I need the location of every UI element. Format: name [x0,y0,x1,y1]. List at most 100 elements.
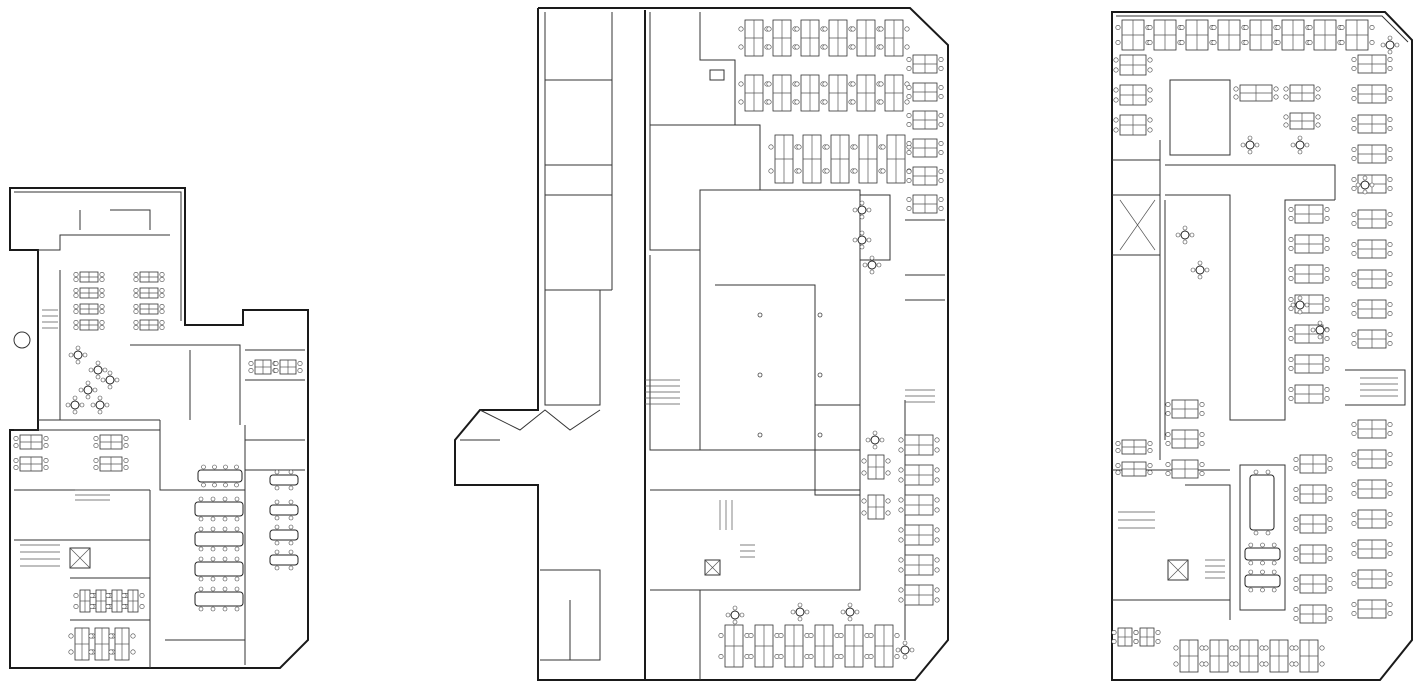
round-table [100,370,120,390]
chair [1324,327,1330,333]
table-top [1249,474,1275,531]
chair [878,99,884,105]
chair [1288,266,1294,272]
floor-plan-right [1111,11,1413,681]
chair [68,633,74,639]
chair [99,303,105,309]
chair [852,168,858,174]
workstation-cluster [906,194,944,214]
table-top [83,385,93,395]
chair [1233,661,1239,667]
chair [866,237,872,243]
workstation-cluster [768,134,800,184]
chair [934,587,940,593]
workstation-cluster [850,19,882,57]
chair [1288,365,1294,371]
chair [89,603,95,609]
chair [938,85,944,91]
chair [854,609,860,615]
chair [859,230,865,236]
chair [840,609,846,615]
chair [73,319,79,325]
table-top [197,469,243,483]
chair [68,649,74,655]
workstation-cluster [1113,114,1153,136]
chair [1113,97,1119,103]
chair [1273,94,1279,100]
chair [880,168,886,174]
chair [92,387,98,393]
chair [93,442,99,448]
chair [1271,587,1277,593]
chair [1293,486,1299,492]
chair [234,576,240,582]
workstation-cluster [1351,114,1393,134]
chair [198,586,204,592]
conference-table [1244,569,1281,593]
chair [1260,569,1265,575]
chair [850,44,856,50]
chair [1265,530,1271,536]
chair [1387,520,1393,526]
chair [1197,260,1203,266]
chair [1351,56,1357,62]
chair [1324,356,1330,362]
chair [1387,481,1393,487]
workstation-cluster [1288,234,1330,254]
chair [1362,189,1368,195]
chair [288,565,294,571]
conference-table [194,526,244,552]
chair [1310,327,1316,333]
chair [99,319,105,325]
chair [1307,24,1313,30]
chair [1387,580,1393,586]
chair [1293,606,1299,612]
chair [1362,175,1368,181]
chair [1271,542,1277,548]
chair [123,464,129,470]
chair [1288,326,1294,332]
chair [906,178,912,184]
workstation-cluster [748,624,780,668]
chair [43,435,49,441]
column [817,312,823,318]
chair [876,262,882,268]
round-table [1310,320,1330,340]
chair [1263,661,1269,667]
chair [885,470,891,476]
table-top [1385,40,1395,50]
chair [1339,24,1345,30]
chair [1288,296,1294,302]
chair [1327,606,1333,612]
chair [794,44,800,50]
workstation-cluster [1288,204,1330,224]
chair [1351,430,1357,436]
chair [1387,242,1393,248]
workstation-cluster [1243,19,1279,51]
chair [1351,550,1357,556]
workstation-cluster [1293,574,1333,594]
chair [73,287,79,293]
chair [778,653,784,659]
chair [95,374,101,380]
chair [1351,490,1357,496]
conference-table [194,496,244,522]
workstation-cluster [808,624,840,668]
chair [97,395,103,401]
chair [1387,571,1393,577]
chair [1199,410,1205,416]
chair [89,592,95,598]
conference-table [197,464,243,488]
chair [1147,469,1153,475]
chair [1339,39,1345,45]
chair [766,44,772,50]
chair [1265,469,1271,475]
chair [838,632,844,638]
chair [210,496,216,502]
chair [123,457,129,463]
chair [894,632,900,638]
chair [1351,177,1357,183]
chair [1387,186,1393,192]
chair [198,496,204,502]
